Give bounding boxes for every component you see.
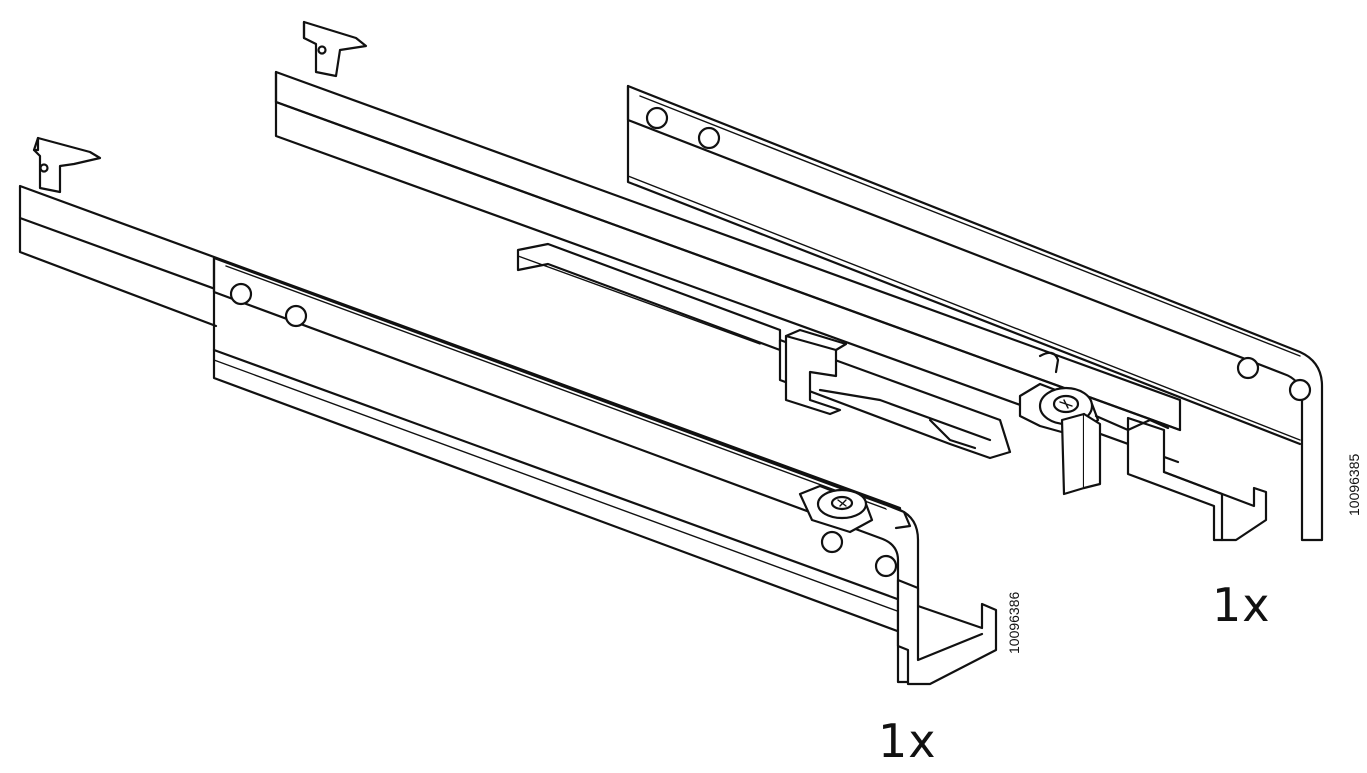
drawer-runner-front <box>18 136 998 686</box>
inner-slide-back <box>516 242 1012 460</box>
latch-back <box>1060 412 1170 496</box>
screw-hole <box>874 554 898 578</box>
mounting-plate-back <box>626 84 1324 542</box>
screw-hole <box>1288 378 1312 402</box>
screw-hole <box>1236 356 1260 380</box>
screw-hole <box>645 106 669 130</box>
runner-tab-back <box>302 20 368 78</box>
roller-wheel-front <box>798 484 912 534</box>
screw-hole <box>820 530 844 554</box>
locking-clip-back <box>784 328 848 416</box>
channel-profile-back <box>1126 416 1268 542</box>
screw-hole <box>284 304 308 328</box>
channel-profile-front <box>896 578 998 686</box>
quantity-label: 1x <box>1212 578 1271 632</box>
screw-hole <box>697 126 721 150</box>
drawer-runner-back <box>274 20 1324 542</box>
quantity-label: 1x <box>878 714 937 768</box>
mounting-plate-front <box>212 256 920 684</box>
article-number-label: 10096385 <box>1346 453 1362 516</box>
runner-tab-front <box>32 136 102 194</box>
article-number-label: 10096386 <box>1006 591 1022 654</box>
screw-hole <box>229 282 253 306</box>
